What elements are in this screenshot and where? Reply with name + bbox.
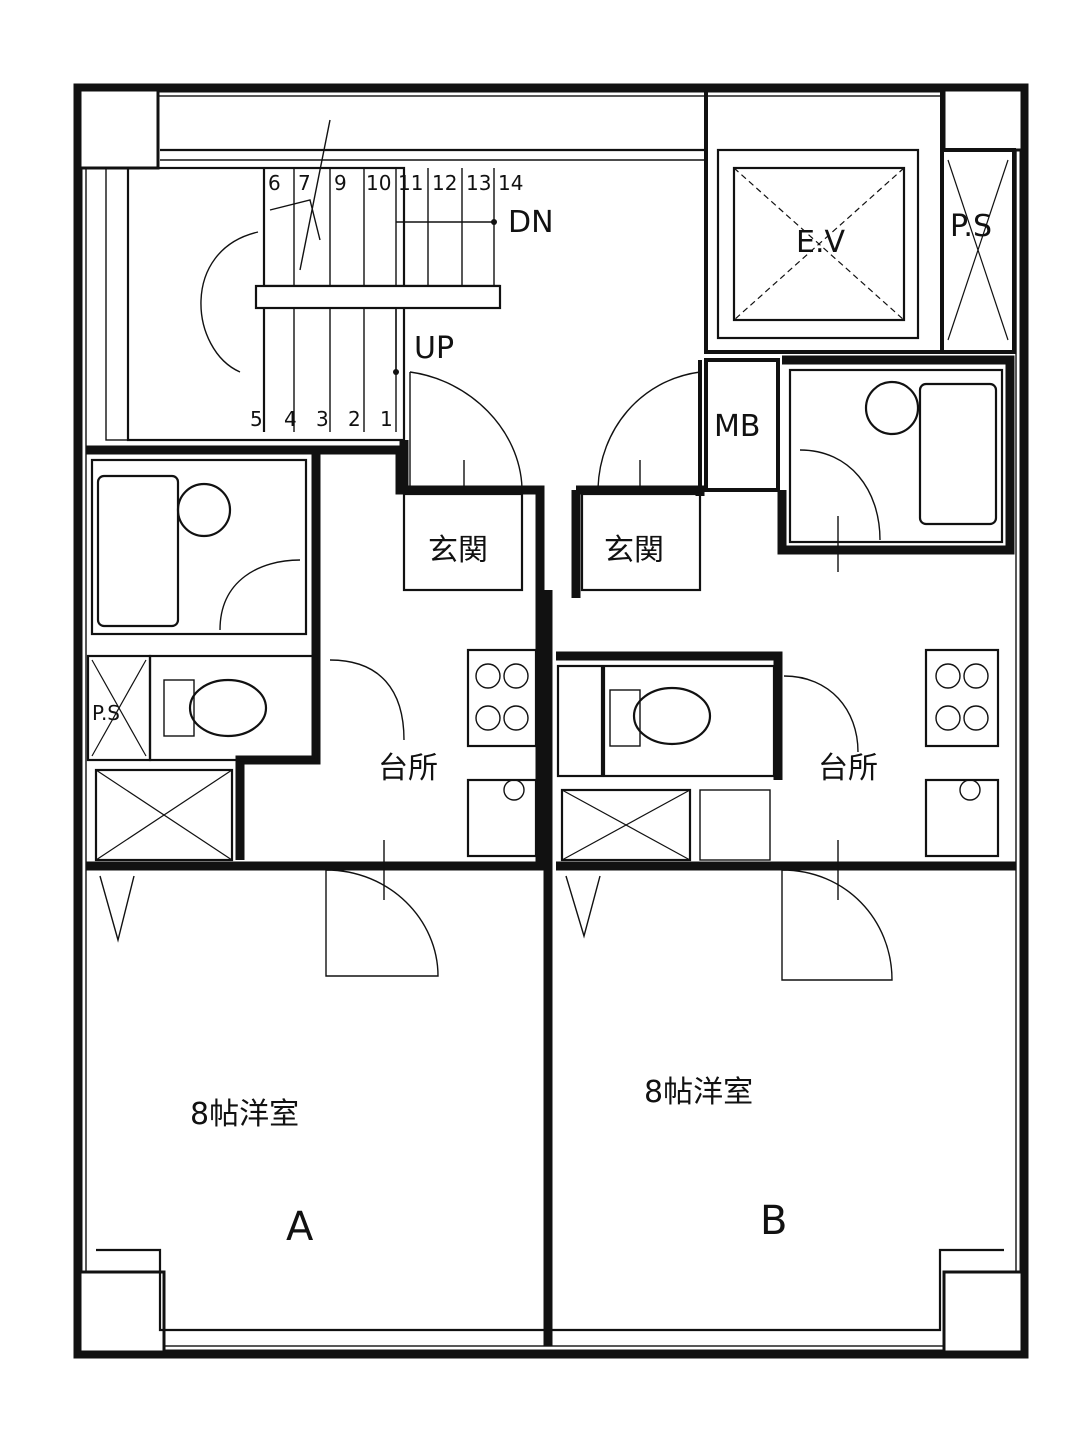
pipe-shaft-a-label: P.S [92, 701, 120, 725]
sink-a [466, 778, 538, 858]
washbasin-b [864, 380, 920, 436]
corner-column-top-left [78, 88, 160, 170]
kitchen-b-label: 台所 [818, 751, 878, 786]
corner-column-bottom-right [942, 1270, 1024, 1354]
stair-step-10: 10 [366, 171, 391, 195]
up-label: UP [414, 331, 454, 366]
toilet-b [632, 686, 712, 746]
stove-a [466, 648, 538, 748]
bathtub-a [96, 474, 180, 628]
sink-b [924, 778, 1000, 858]
closet-a [94, 768, 234, 862]
down-label: DN [508, 205, 554, 240]
unit-b-label: B [760, 1198, 787, 1244]
room-b-label: 8帖洋室 [644, 1075, 753, 1110]
bathtub-b [918, 382, 998, 526]
corner-column-top-right [942, 88, 1024, 152]
elevator-label: E.V [796, 225, 845, 260]
entrance-b-label: 玄関 [604, 533, 664, 568]
meter-box: MB [704, 358, 780, 492]
room-a-label: 8帖洋室 [190, 1097, 299, 1132]
stair-step-11: 11 [398, 171, 423, 195]
stove-b [924, 648, 1000, 748]
entrance-a [402, 492, 524, 592]
stair-step-4: 4 [284, 407, 297, 431]
stair-step-5: 5 [250, 407, 263, 431]
stair-step-13: 13 [466, 171, 491, 195]
toilet-a [188, 678, 268, 738]
stair-step-2: 2 [348, 407, 361, 431]
entrance-b [580, 492, 702, 592]
washbasin-a [176, 482, 232, 538]
stair-step-6: 6 [268, 171, 281, 195]
pipe-shaft-a [86, 654, 152, 762]
unit-a: 玄関 P.S 台所 8帖洋室 A [86, 445, 553, 1346]
unit-b: 玄関 台所 8帖洋室 B [556, 355, 1016, 1244]
common-corridor [399, 360, 702, 490]
elevator-shaft: E.V [704, 88, 944, 354]
staircase: 6 7 9 10 11 12 13 14 5 4 3 2 1 DN UP [105, 119, 554, 442]
stair-step-3: 3 [316, 407, 329, 431]
entrance-a-label: 玄関 [428, 533, 488, 568]
closet-b [560, 788, 692, 862]
pipe-shaft-top-right: P.S [940, 148, 1016, 354]
stair-step-14: 14 [498, 171, 523, 195]
kitchen-a-label: 台所 [378, 751, 438, 786]
stair-step-12: 12 [432, 171, 457, 195]
pipe-shaft-b [556, 664, 604, 778]
pipe-shaft-label-top-right: P.S [950, 209, 992, 244]
stair-step-1: 1 [380, 407, 393, 431]
unit-a-label: A [286, 1204, 314, 1250]
stair-step-9: 9 [334, 171, 347, 195]
corner-column-bottom-left [78, 1270, 166, 1354]
door-arrows [383, 460, 839, 900]
meter-box-label: MB [714, 409, 760, 444]
stair-step-7: 7 [298, 171, 311, 195]
